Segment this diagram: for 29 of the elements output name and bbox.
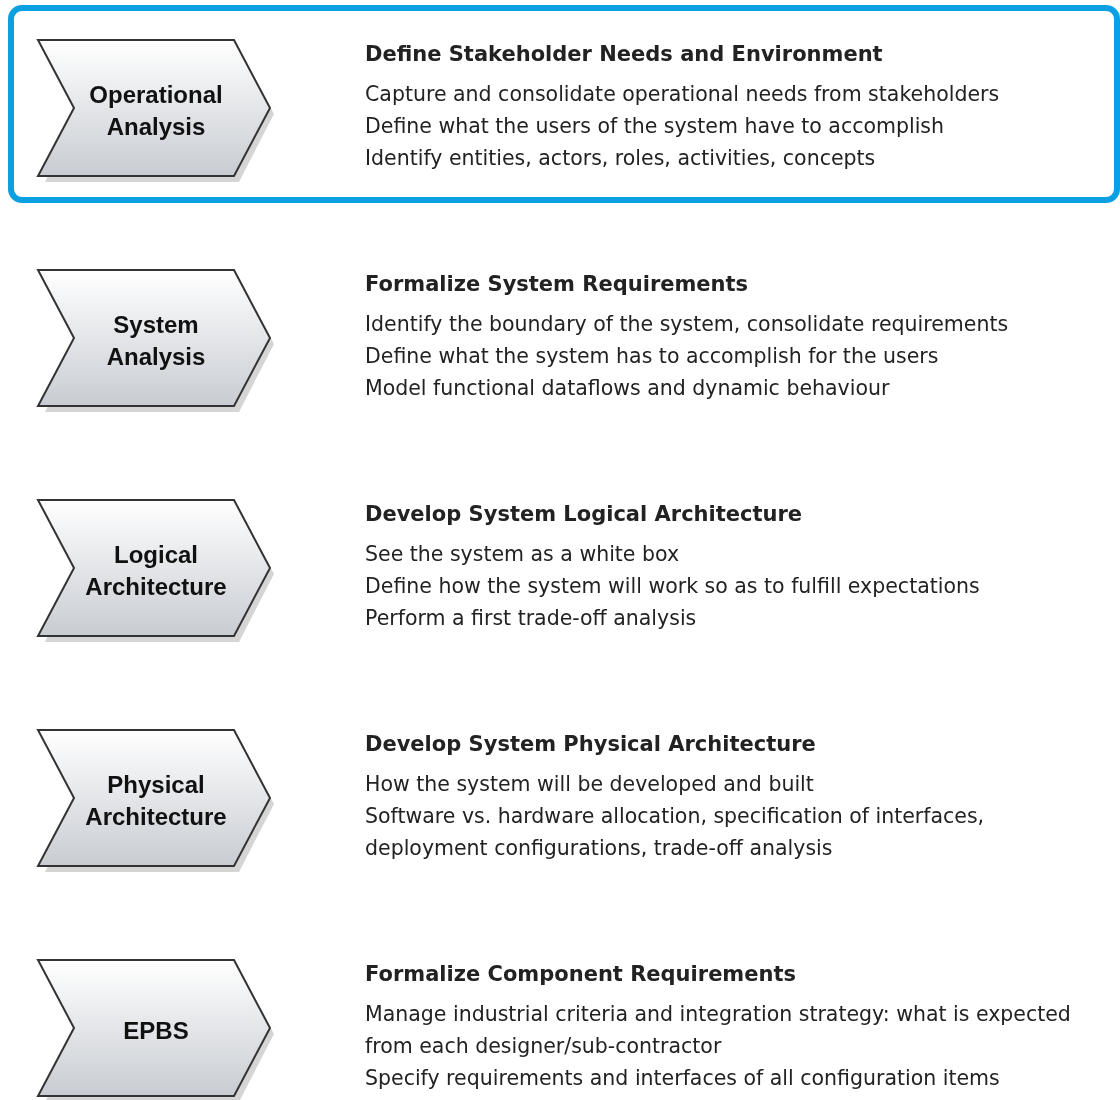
step-description: Identify the boundary of the system, consolidate requirements — [365, 311, 1010, 338]
step-description: Software vs. hardware allocation, specification of interfaces, deployment configurations, trade-off analysis — [365, 803, 986, 862]
step-label: EPBS — [122, 1016, 190, 1046]
step-description: Define how the system will work so as to fulfill expectations — [365, 573, 981, 600]
step-description: Define what the system has to accomplish for the users — [365, 343, 940, 370]
chevron-step — [36, 38, 276, 184]
step-heading: Define Stakeholder Needs and Environment — [365, 41, 884, 68]
step-description: See the system as a white box — [365, 541, 681, 568]
step-heading: Formalize Component Requirements — [365, 961, 797, 988]
step-description: Capture and consolidate operational needs from stakeholders — [365, 81, 1001, 108]
step-heading: Formalize System Requirements — [365, 271, 750, 298]
chevron-step — [36, 728, 276, 874]
step-label: Logical Architecture — [84, 540, 228, 602]
step-heading: Develop System Physical Architecture — [365, 731, 817, 758]
step-label: Operational Analysis — [88, 80, 224, 142]
step-description: Manage industrial criteria and integration strategy: what is expected from each designer/sub-contractor — [365, 1001, 1072, 1060]
step-label: Physical Architecture — [84, 770, 228, 832]
step-description: Specify requirements and interfaces of all configuration items — [365, 1065, 1001, 1092]
step-description: Define what the users of the system have to accomplish — [365, 113, 946, 140]
chevron-step — [36, 498, 276, 644]
chevron-step — [36, 268, 276, 414]
step-label: System Analysis — [105, 310, 207, 372]
step-description: Identify entities, actors, roles, activities, concepts — [365, 145, 877, 172]
step-description: How the system will be developed and built — [365, 771, 815, 798]
highlight-frame — [8, 5, 1120, 203]
chevron-step — [36, 958, 276, 1100]
step-heading: Develop System Logical Architecture — [365, 501, 804, 528]
step-description: Perform a first trade-off analysis — [365, 605, 698, 632]
step-description: Model functional dataflows and dynamic behaviour — [365, 375, 891, 402]
